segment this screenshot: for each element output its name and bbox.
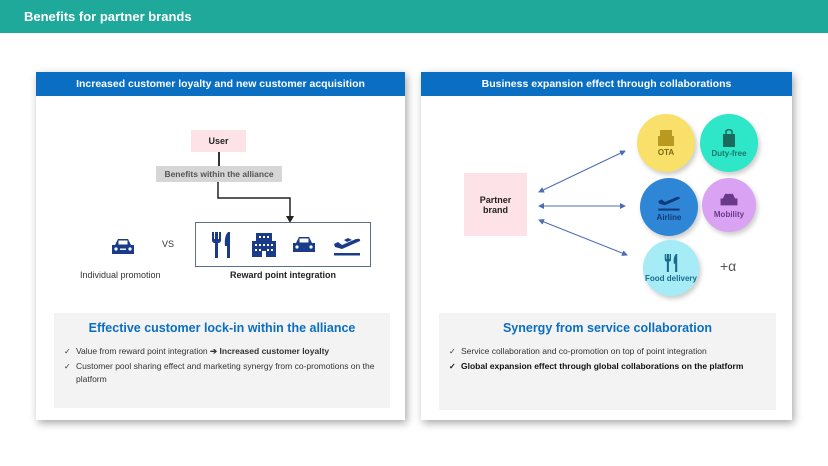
bullet-text: Value from reward point integration [76, 346, 211, 356]
hotel-icon [252, 233, 276, 257]
connector-arrow [217, 182, 294, 223]
left-panel: Increased customer loyalty and new custo… [36, 72, 405, 420]
user-box: User [191, 130, 246, 152]
left-panel-header: Increased customer loyalty and new custo… [36, 72, 405, 96]
arrow-icon: ➔ [210, 346, 218, 356]
right-panel-header: Business expansion effect through collab… [421, 72, 792, 96]
airline-circle: Airline [640, 178, 698, 236]
slide-title: Benefits for partner brands [0, 0, 828, 33]
mobility-label: Mobility [713, 209, 745, 219]
left-summary-title: Effective customer lock-in within the al… [88, 321, 356, 335]
duty-free-circle: Duty-free [700, 114, 758, 172]
left-bullet-2: Customer pool sharing effect and marketi… [64, 360, 380, 386]
right-panel: Business expansion effect through collab… [421, 72, 792, 420]
hotel-icon [658, 129, 674, 146]
airline-label: Airline [656, 212, 682, 222]
airplane-icon [334, 238, 361, 256]
connection-arrows [538, 150, 628, 256]
car-icon [110, 237, 136, 262]
individual-promotion-label: Individual promotion [80, 270, 161, 280]
airplane-icon [658, 196, 680, 211]
car-icon [293, 237, 315, 252]
right-summary-box: Synergy from service collaboration Servi… [439, 313, 776, 410]
vs-label: VS [162, 239, 175, 249]
benefits-box: Benefits within the alliance [156, 166, 282, 182]
reward-point-label: Reward point integration [229, 270, 336, 280]
plus-alpha-label: +α [720, 258, 737, 274]
dining-icon [212, 232, 230, 258]
partner-brand-box: Partner brand [464, 173, 527, 236]
ota-label: OTA [657, 147, 675, 157]
food-delivery-circle: Food delivery [643, 240, 699, 296]
right-bullet-1: Service collaboration and co-promotion o… [449, 345, 766, 358]
shopping-bag-icon [723, 128, 735, 147]
bullet-bold-text: Increased customer loyalty [217, 346, 330, 356]
duty-free-label: Duty-free [711, 148, 747, 158]
left-summary-box: Effective customer lock-in within the al… [54, 313, 390, 408]
left-bullet-1: Value from reward point integration ➔ In… [64, 345, 380, 358]
right-bullet-2: Global expansion effect through global c… [449, 360, 766, 373]
reward-icons-box [195, 222, 371, 267]
car-icon [720, 193, 738, 205]
dining-icon [664, 253, 678, 272]
ota-circle: OTA [637, 114, 695, 172]
mobility-circle: Mobility [702, 178, 756, 232]
connector-line [218, 152, 220, 166]
right-summary-title: Synergy from service collaboration [502, 321, 713, 335]
food-delivery-label: Food delivery [644, 273, 697, 283]
